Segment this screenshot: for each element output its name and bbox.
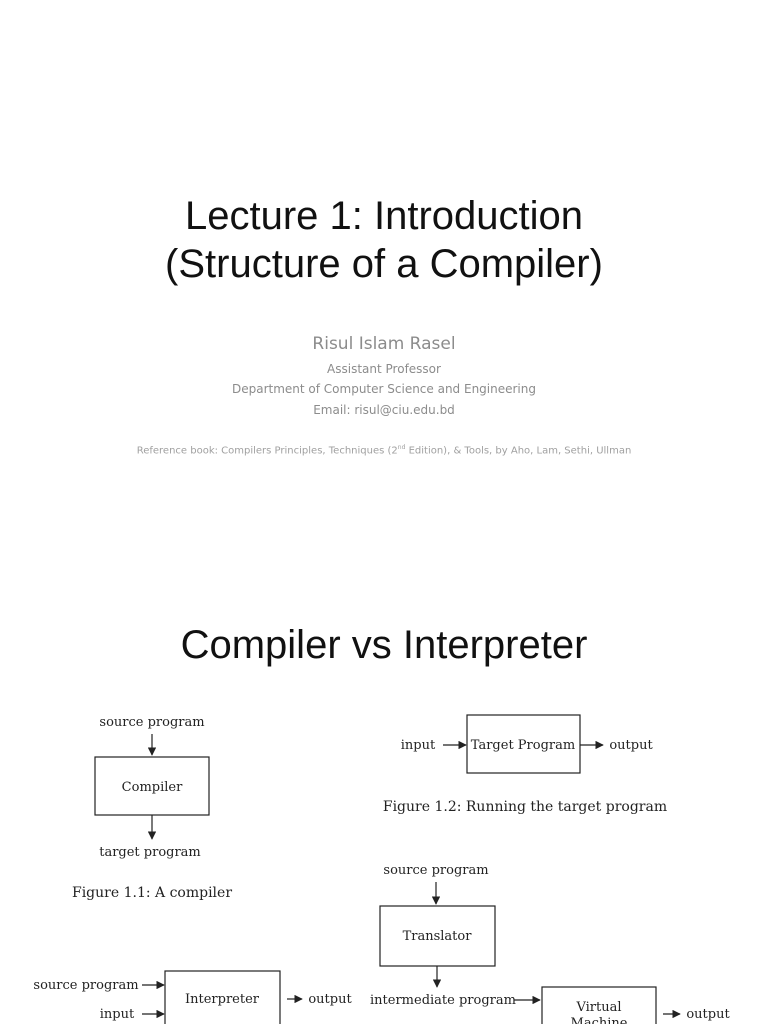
title-slide: Lecture 1: Introduction (Structure of a … [0,192,768,457]
fig1-input-label: source program [99,715,204,730]
compiler-box-label: Compiler [122,780,183,795]
slide-title: Compiler vs Interpreter [180,623,588,667]
interpreter-box [164,970,281,1024]
fig3-input2-label: input [100,1007,135,1022]
lecture-title: Lecture 1: Introduction (Structure of a … [0,192,768,288]
fig1-caption: Figure 1.1: A compiler [72,885,232,901]
fig4-input-label: source program [383,863,488,878]
fig3-output-label: output [308,992,352,1007]
figure-target-program: input Target Program output Figure 1.2: … [383,714,667,815]
lecture-title-line1: Lecture 1: Introduction [184,194,584,238]
compiler-vs-interpreter-slide: Compiler vs Interpreter source program C… [0,575,768,1024]
figure-hybrid-compiler: source program Translator intermediate p… [370,863,730,1024]
reference-book: Reference book: Compilers Principles, Te… [0,444,768,456]
fig3-input1-label: source program [33,978,138,993]
fig1-output-label: target program [99,845,201,860]
fig4-intermediate-label: intermediate program [370,993,516,1008]
lecture-title-line2: (Structure of a Compiler) [165,242,603,286]
diagrams: source program Compiler target program F… [33,714,730,1024]
email: Email: risul@ciu.edu.bd [313,403,455,417]
figure-interpreter: source program input Interpreter output [33,970,352,1024]
reference-prefix: Reference book: Compilers Principles, Te… [136,445,398,457]
author-name: Risul Islam Rasel [312,334,456,354]
author-role: Assistant Professor [327,362,441,376]
vm-label-line1: Virtual [575,1000,621,1015]
target-program-box [466,714,581,774]
translator-box-label: Translator [403,929,473,944]
fig2-caption: Figure 1.2: Running the target program [383,799,667,815]
vm-label-line2: Machine [571,1016,628,1024]
fig2-output-label: output [609,738,653,753]
fig4-output-label: output [686,1007,730,1022]
fig2-input-label: input [401,738,436,753]
reference-suffix: Edition), & Tools, by Aho, Lam, Sethi, U… [405,445,632,457]
department: Department of Computer Science and Engin… [231,382,536,396]
reference-sup: nd [397,444,406,451]
virtual-machine-box [541,986,657,1024]
interpreter-box-label: Interpreter [185,992,260,1007]
figure-compiler: source program Compiler target program F… [72,715,232,901]
target-program-box-label: Target Program [471,738,575,753]
